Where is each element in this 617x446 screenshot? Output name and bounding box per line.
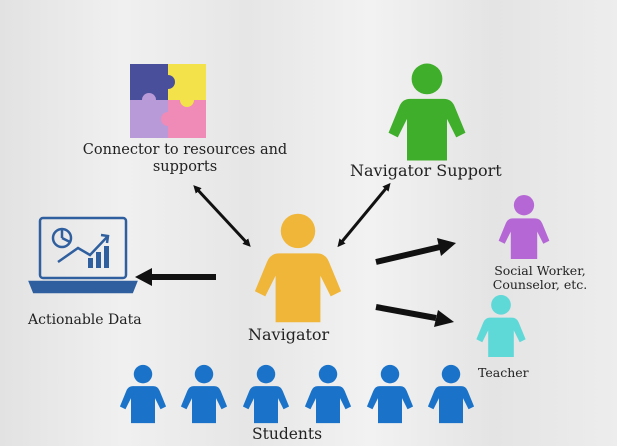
arrow-navigator-teacher — [375, 304, 437, 321]
actionable-data-label: Actionable Data — [28, 312, 142, 328]
navigator-support-label: Navigator Support — [350, 161, 502, 180]
navigator-person-icon — [254, 213, 342, 323]
students-group-icon — [119, 364, 475, 424]
connector-label-line1: Connector to resources and — [82, 142, 288, 158]
navigator-label: Navigator — [248, 325, 330, 344]
navigator-support-person-icon — [388, 63, 466, 161]
connector-label-line2: supports — [152, 158, 218, 175]
students-label: Students — [252, 425, 323, 443]
social-worker-label-line2: Counselor, etc. — [492, 277, 588, 293]
puzzle-icon — [130, 64, 206, 138]
arrow-navigator-teacher-head — [434, 310, 454, 327]
social-worker-label-line1: Social Worker, — [494, 263, 586, 278]
social-worker-person-icon — [498, 195, 550, 259]
laptop-chart-icon — [28, 216, 138, 294]
teacher-person-icon — [476, 294, 526, 358]
teacher-label: Teacher — [478, 365, 529, 380]
arrow-support-navigator — [337, 182, 391, 248]
arrow-navigator-data-head — [135, 268, 152, 286]
social-worker-label: Social Worker, Counselor, etc. — [470, 263, 610, 293]
arrow-navigator-social-worker — [375, 244, 441, 265]
arrow-navigator-social-worker-head — [437, 238, 456, 256]
arrow-connector-navigator — [193, 185, 251, 247]
connector-label: Connector to resources and supports — [62, 142, 308, 175]
